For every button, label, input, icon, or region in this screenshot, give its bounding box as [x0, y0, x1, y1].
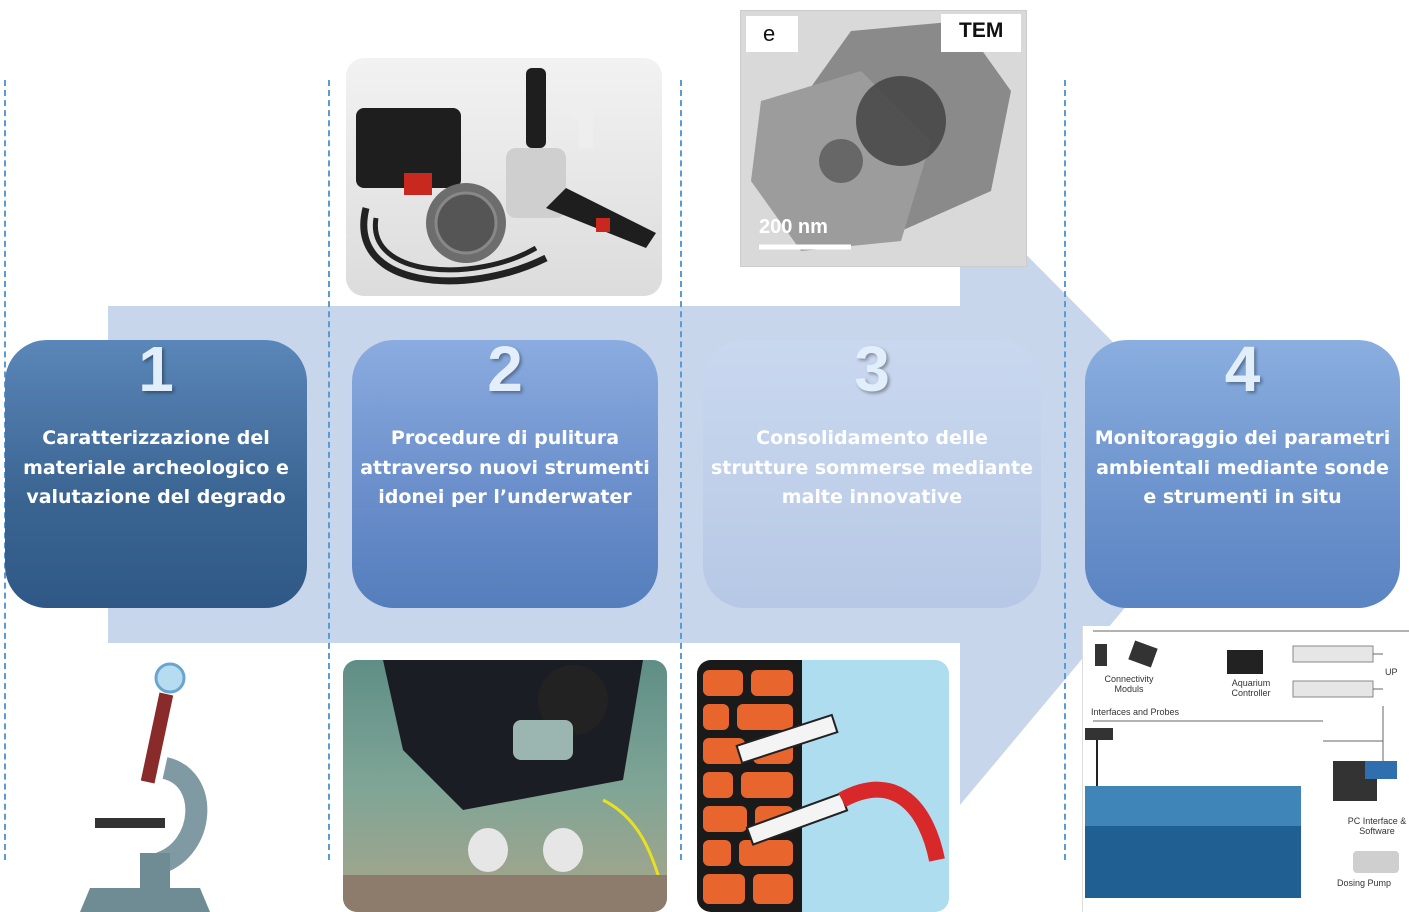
step-2-text: Procedure di pulitura attraverso nuovi s… — [360, 427, 650, 508]
step-3-text: Consolidamento delle strutture sommerse … — [711, 427, 1033, 508]
step-1-text: Caratterizzazione del materiale archeolo… — [23, 427, 289, 508]
divider-line — [680, 80, 682, 860]
tem-scale-label: 200 nm — [759, 216, 828, 238]
wall-consolidation-illustration — [697, 660, 949, 912]
step-2-box: 2 Procedure di pulitura attraverso nuovi… — [352, 333, 658, 608]
pc-interface-label: PC Interface & Software — [1347, 816, 1407, 836]
step-2-number: 2 — [487, 333, 523, 405]
connectivity-label: Connectivity Moduls — [1104, 674, 1154, 694]
tem-panel-letter: e — [763, 21, 776, 46]
dosing-pump-label: Dosing Pump — [1337, 878, 1392, 888]
monitoring-system-diagram: Connectivity Moduls Aquarium Controller … — [1082, 626, 1409, 912]
step-3-box: 3 Consolidamento delle strutture sommers… — [703, 333, 1041, 608]
divider-line — [1064, 80, 1066, 860]
diver-photo — [343, 660, 667, 912]
controller-label: Aquarium Controller — [1231, 678, 1271, 698]
tem-micrograph-image: e TEM 200 nm — [740, 10, 1027, 267]
step-4-text: Monitoraggio dei parametri ambientali me… — [1094, 427, 1391, 508]
step-4-number: 4 — [1224, 333, 1261, 405]
step-1-number: 1 — [138, 333, 174, 405]
tem-method-label: TEM — [959, 19, 1004, 42]
step-1-box: 1 Caratterizzazione del materiale archeo… — [5, 333, 307, 608]
up-label: UP — [1385, 667, 1398, 677]
cleaning-tool-photo — [346, 58, 662, 296]
divider-line — [328, 80, 330, 860]
step-3-number: 3 — [854, 333, 890, 405]
microscope-photo — [70, 658, 220, 912]
interfaces-probes-label: Interfaces and Probes — [1091, 707, 1180, 717]
step-4-box: 4 Monitoraggio dei parametri ambientali … — [1085, 333, 1400, 608]
